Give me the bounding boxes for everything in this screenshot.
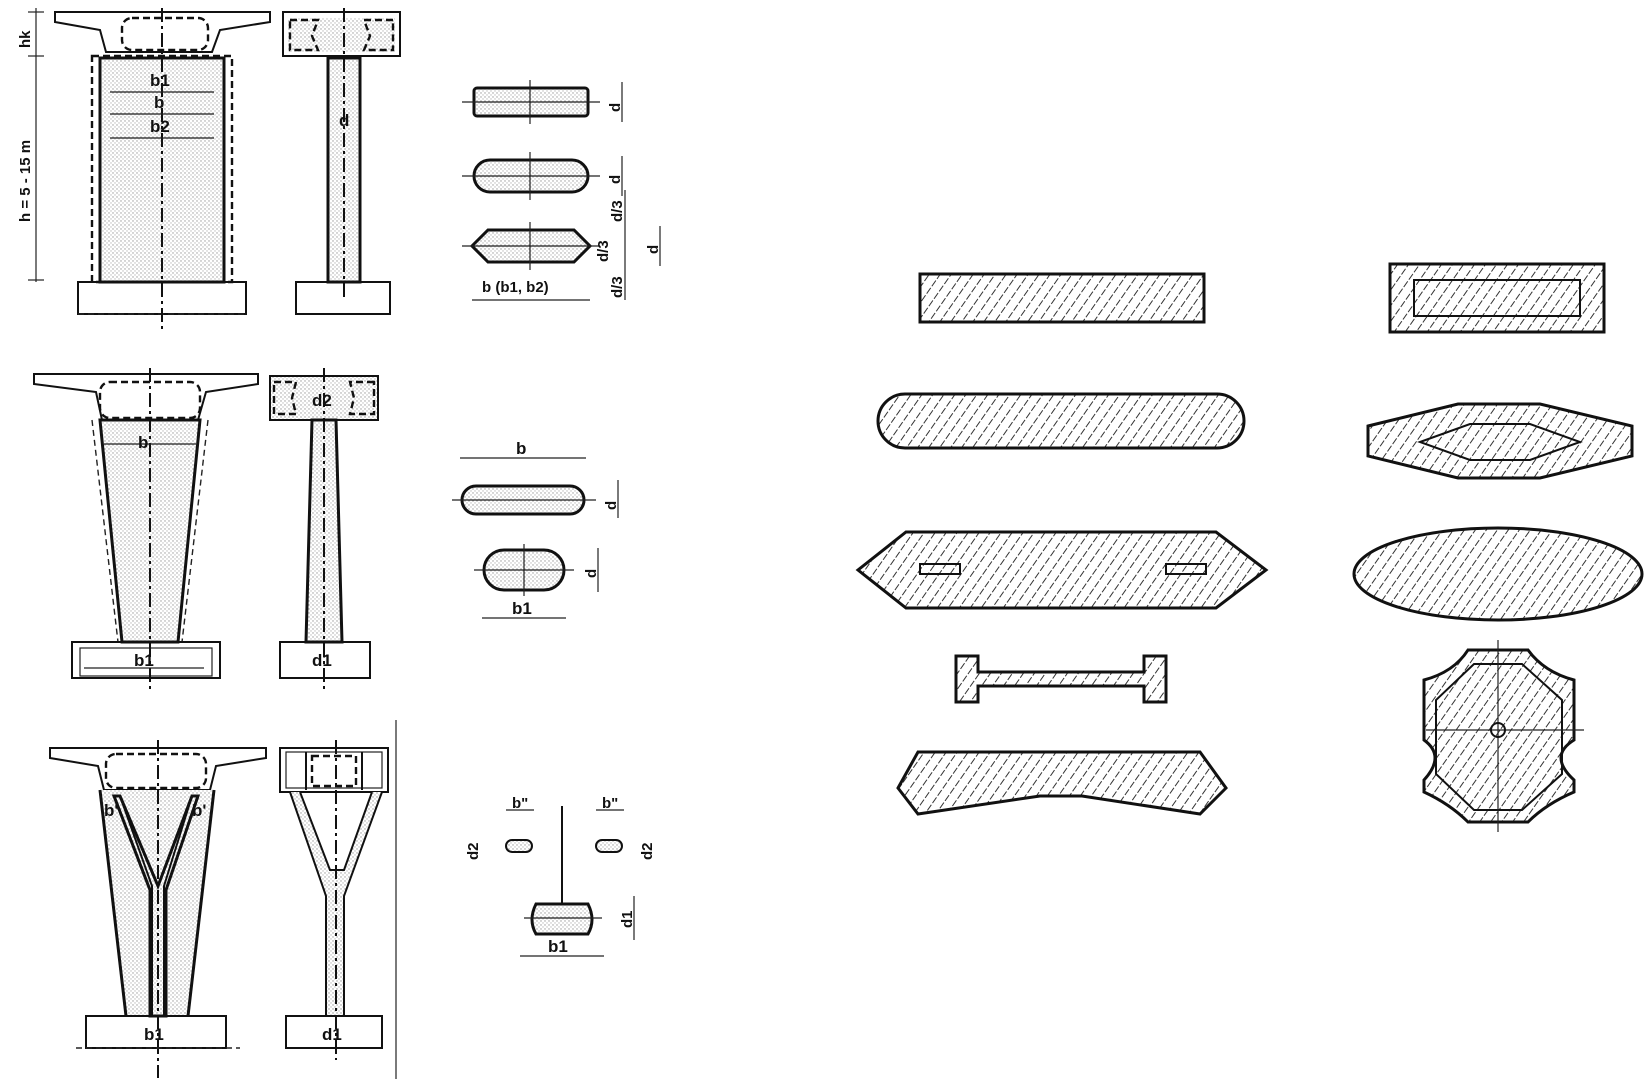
label-b-section-type2: b: [516, 439, 526, 458]
label-d1-section-type3: d1: [619, 910, 636, 928]
pier-type-1-sections: d d b (b1, b2) d/3 d/3 d/3 d: [462, 80, 662, 301]
section-bow-tie: [896, 750, 1228, 816]
label-b1-section-type2: b1: [512, 599, 532, 618]
label-b-pp-right: b": [602, 795, 618, 812]
section-ellipse: [1352, 526, 1644, 622]
pier-type-3-side: d1: [279, 720, 397, 1079]
label-d3-bottom: d/3: [609, 276, 626, 298]
section-gallery-hollow: [1352, 262, 1644, 832]
section-i-shape: [954, 654, 1168, 704]
label-b1-type2: b1: [134, 651, 154, 670]
label-d1-type3: d1: [322, 1025, 342, 1044]
label-d2-right: d2: [639, 842, 656, 860]
label-b1-type3: b1: [144, 1025, 164, 1044]
section-box: [1388, 262, 1606, 334]
label-d-section-1: d: [607, 103, 624, 112]
label-b-pp-left: b": [512, 795, 528, 812]
label-b-b1-b2: b (b1, b2): [482, 279, 549, 296]
label-d3-top: d/3: [609, 200, 626, 222]
section-hollow-diamond: [1366, 402, 1634, 480]
label-d-section-type2b: d: [583, 569, 600, 578]
label-d2-type2: d2: [312, 391, 332, 410]
label-b1: b1: [150, 71, 170, 90]
label-b-type2: b: [138, 433, 148, 452]
label-height-range: h = 5 - 15 m: [17, 140, 34, 222]
label-b-prime-left: b': [104, 801, 118, 820]
pier-type-3-sections: b" d2 b" d2 d1 b1: [465, 795, 656, 957]
label-b1-section-type3: b1: [548, 937, 568, 956]
section-rectangle: [918, 272, 1206, 324]
label-d-section-2: d: [607, 175, 624, 184]
pier-type-1-elevation: b1 b b2 hk h = 5 - 15 m: [17, 8, 271, 330]
section-chamfered: [855, 530, 1269, 610]
label-b2: b2: [150, 117, 170, 136]
label-d2-left: d2: [465, 842, 482, 860]
label-d-section-3: d: [645, 245, 662, 254]
pier-type-2-elevation: b b1: [33, 368, 259, 690]
section-rounded: [876, 392, 1246, 450]
label-b-prime-right: b': [192, 801, 206, 820]
label-d-side-1: d: [339, 111, 349, 130]
pier-type-2-side: d2 d1: [269, 368, 379, 690]
label-d3-mid: d/3: [595, 240, 612, 262]
label-d1-type2: d1: [312, 651, 332, 670]
section-gallery-solid: [855, 272, 1269, 816]
label-hk: hk: [17, 30, 34, 48]
pier-type-2-sections: b d d b1: [452, 439, 620, 619]
pier-type-3-elevation: b' b' b1: [49, 740, 267, 1078]
label-d-section-type2a: d: [603, 501, 620, 510]
label-b: b: [154, 93, 164, 112]
pier-type-1-side: d: [282, 8, 401, 315]
